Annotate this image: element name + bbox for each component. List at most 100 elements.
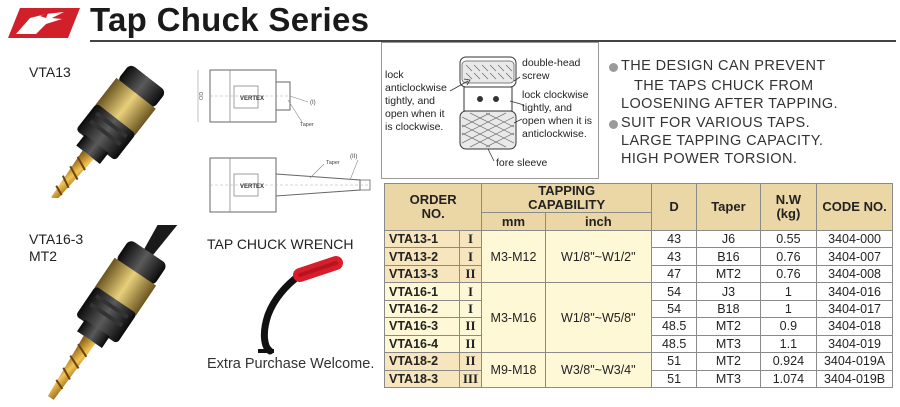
header-mm: mm	[481, 212, 546, 231]
double-head-screw-line-1: double-head	[522, 57, 581, 69]
order-no: VTA16-3	[384, 317, 460, 336]
code-value: 3404-018	[816, 317, 893, 336]
header-inch: inch	[544, 212, 653, 231]
table-row: VTA13-3 II 47 MT2 0.76 3404-008	[384, 264, 893, 284]
order-no: VTA18-3	[384, 369, 460, 388]
order-no: VTA16-2	[384, 299, 460, 319]
code-value: 3404-019	[816, 334, 893, 354]
capability-mm: M3-M12	[481, 229, 546, 284]
d-value: 47	[650, 264, 698, 284]
d-value: 48.5	[650, 317, 698, 336]
order-no: VTA18-2	[384, 352, 460, 371]
fore-sleeve-label: fore sleeve	[496, 157, 548, 169]
d-value: 54	[650, 299, 698, 319]
double-head-screw-line-2: screw	[522, 70, 550, 82]
drawing-label-type-ii: (II)	[350, 154, 357, 160]
d-value: 51	[650, 369, 698, 388]
taper-value: MT3	[696, 369, 761, 388]
type-numeral: I	[458, 299, 483, 319]
lock-anticlockwise-line-1: lock	[385, 69, 404, 81]
table-row: VTA18-3 III 51 MT3 1.074 3404-019B	[384, 369, 893, 388]
model-label-mt2: MT2	[29, 248, 57, 264]
d-value: 48.5	[650, 334, 698, 354]
type-numeral: I	[458, 229, 483, 249]
table-row: VTA16-2 I 54 B18 1 3404-017	[384, 299, 893, 319]
feature-1-line-1: THE DESIGN CAN PREVENT	[621, 58, 826, 74]
header-nw: N.W(kg)	[759, 183, 818, 231]
lock-anticlockwise-line-4: open when it	[385, 108, 445, 120]
code-value: 3404-008	[816, 264, 893, 284]
mechanism-drawing	[449, 56, 525, 162]
vta13-chuck-image	[51, 65, 165, 198]
code-value: 3404-017	[816, 299, 893, 319]
lock-clockwise-line-4: anticlockwise.	[522, 128, 587, 140]
type-numeral: I	[458, 247, 483, 266]
header-code-no: CODE NO.	[816, 183, 893, 231]
feature-2-line-1: SUIT FOR VARIOUS TAPS.	[621, 115, 811, 131]
nw-value: 0.55	[759, 229, 818, 249]
header-taper: Taper	[696, 183, 761, 231]
lock-clockwise-line-1: lock clockwise	[522, 89, 589, 101]
order-no: VTA13-1	[384, 229, 460, 249]
nw-value: 0.9	[759, 317, 818, 336]
feature-1-line-3: LOOSENING AFTER TAPPING.	[621, 96, 838, 112]
nw-value: 1.1	[759, 334, 818, 354]
chuck-drawing-type-ii: Taper (II) VERTEX	[209, 154, 371, 213]
taper-value: MT2	[696, 352, 761, 371]
table-row: VTA18-2 II M9-M18 W3/8"~W3/4" 51 MT2 0.9…	[384, 352, 893, 388]
type-numeral: III	[458, 369, 483, 388]
drawing-label-taper-2: Taper	[326, 160, 340, 166]
purchase-caption: Extra Purchase Welcome.	[207, 356, 375, 372]
type-numeral: II	[458, 264, 483, 284]
nw-value: 1	[759, 299, 818, 319]
capability-inch: W1/8"~W1/2"	[544, 229, 653, 284]
table-row: VTA16-1 I M3-M16 W1/8"~W5/8" 54 J3 1 340…	[384, 282, 893, 354]
header-d: D	[650, 183, 698, 231]
nw-value: 0.76	[759, 264, 818, 284]
d-value: 43	[650, 247, 698, 266]
nw-value: 0.924	[759, 352, 818, 371]
capability-mm: M3-M16	[481, 282, 546, 354]
code-value: 3404-019B	[816, 369, 893, 388]
svg-text:VERTEX: VERTEX	[240, 184, 264, 190]
model-label-vta16-3: VTA16-3	[29, 231, 84, 247]
type-numeral: I	[458, 282, 483, 301]
type-numeral: II	[458, 317, 483, 336]
code-value: 3404-016	[816, 282, 893, 301]
wrench-image	[258, 256, 343, 355]
lock-anticlockwise-line-5: is clockwise.	[385, 121, 444, 133]
order-no: VTA13-2	[384, 247, 460, 266]
drawing-label-taper: Taper	[300, 122, 314, 128]
d-value: 51	[650, 352, 698, 371]
table-row: VTA13-2 I 43 B16 0.76 3404-007	[384, 247, 893, 266]
page-title: Tap Chuck Series	[90, 1, 370, 38]
lock-clockwise-line-2: tightly, and	[522, 102, 573, 114]
nw-value: 1	[759, 282, 818, 301]
chuck-drawing-type-i: OD (I) Taper VERTEX	[197, 69, 316, 128]
model-label-vta13: VTA13	[29, 64, 71, 80]
type-numeral: II	[458, 334, 483, 354]
vta16-3-chuck-image	[47, 225, 180, 400]
taper-value: MT2	[696, 317, 761, 336]
feature-2-line-2: LARGE TAPPING CAPACITY.	[621, 133, 824, 149]
type-numeral: II	[458, 352, 483, 371]
nw-value: 1.074	[759, 369, 818, 388]
nw-value: 0.76	[759, 247, 818, 266]
order-no: VTA13-3	[384, 264, 460, 284]
drawing-label-type-i: (I)	[310, 100, 316, 106]
table-row: VTA16-3 II 48.5 MT2 0.9 3404-018	[384, 317, 893, 336]
taper-value: B18	[696, 299, 761, 319]
lock-anticlockwise-line-2: anticlockwise	[385, 82, 447, 94]
bullet-icon	[609, 63, 618, 72]
taper-value: MT3	[696, 334, 761, 354]
order-no: VTA16-4	[384, 334, 460, 354]
feature-2-line-3: HIGH POWER TORSION.	[621, 151, 798, 167]
bullet-icon	[609, 120, 618, 129]
table-row: VTA13-1 I M3-M12 W1/8"~W1/2" 43 J6 0.55 …	[384, 229, 893, 284]
d-value: 43	[650, 229, 698, 249]
lock-clockwise-line-3: open when it is	[522, 115, 593, 127]
eagle-logo	[8, 8, 80, 38]
